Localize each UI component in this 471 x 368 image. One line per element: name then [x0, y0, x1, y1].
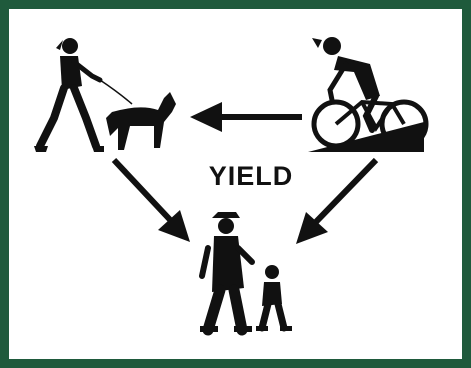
arrow-down-left-icon	[296, 160, 376, 244]
arrow-down-right-icon	[114, 160, 190, 242]
child-pedestrian-icon	[256, 265, 292, 331]
leash-line	[100, 80, 132, 104]
adult-pedestrian-icon	[200, 212, 252, 332]
arrow-left-icon	[190, 102, 302, 132]
dog-icon	[106, 92, 176, 150]
cyclist-icon	[308, 37, 426, 152]
hiker-icon	[34, 38, 104, 152]
yield-label: YIELD	[196, 163, 306, 190]
